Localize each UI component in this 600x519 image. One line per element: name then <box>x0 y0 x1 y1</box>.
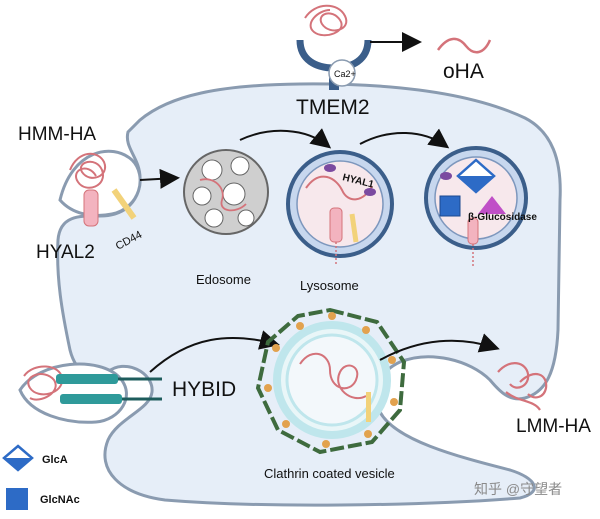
lysosome <box>286 150 394 266</box>
legend-glca <box>2 444 34 472</box>
edosome-label: Edosome <box>196 272 251 287</box>
cd44-receptor <box>111 188 137 220</box>
arrow-to-late-lysosome <box>359 128 450 149</box>
hyal2-label: HYAL2 <box>36 242 95 263</box>
hybid-ha-strand <box>23 365 64 401</box>
arrow-to-vesicle <box>149 330 280 373</box>
legend-glca-label: GlcA <box>42 454 68 466</box>
watermark: 知乎 @守望者 <box>474 481 562 497</box>
hybid-receptor <box>56 374 162 404</box>
tmem2-ha-strand <box>304 4 348 37</box>
lmm-ha-label: LMM-HA <box>516 416 591 437</box>
calcium-ion <box>328 59 356 87</box>
hmm-ha-strand <box>69 152 107 189</box>
late-lysosome <box>424 146 528 266</box>
hyal2-receptor <box>83 189 99 227</box>
arrow-to-lysosome <box>239 128 332 149</box>
oha-label: oHA <box>443 60 484 83</box>
tmem2-label: TMEM2 <box>296 96 370 119</box>
arrow-to-edosome <box>139 168 180 189</box>
legend-glcnac <box>6 488 28 510</box>
hybid-label: HYBID <box>172 378 236 401</box>
clathrin-vesicle-label: Clathrin coated vesicle <box>264 466 395 481</box>
beta-glucosidase-glyph <box>478 196 506 214</box>
oha-strand <box>436 37 492 54</box>
hmm-ha-label: HMM-HA <box>18 124 96 145</box>
lysosome-label: Lysosome <box>300 278 359 293</box>
arrow-to-lmm-ha <box>379 333 500 361</box>
calcium-label: Ca2+ <box>334 69 356 79</box>
clathrin-vesicle <box>255 307 407 455</box>
glcnac-glyph <box>439 195 461 217</box>
edosome <box>183 149 269 235</box>
lmm-ha-strands <box>497 362 548 411</box>
beta-glucosidase-label: β-Glucosidase <box>468 212 537 223</box>
legend-glcnac-label: GlcNAc <box>40 494 80 506</box>
glca-glyph <box>456 158 496 194</box>
